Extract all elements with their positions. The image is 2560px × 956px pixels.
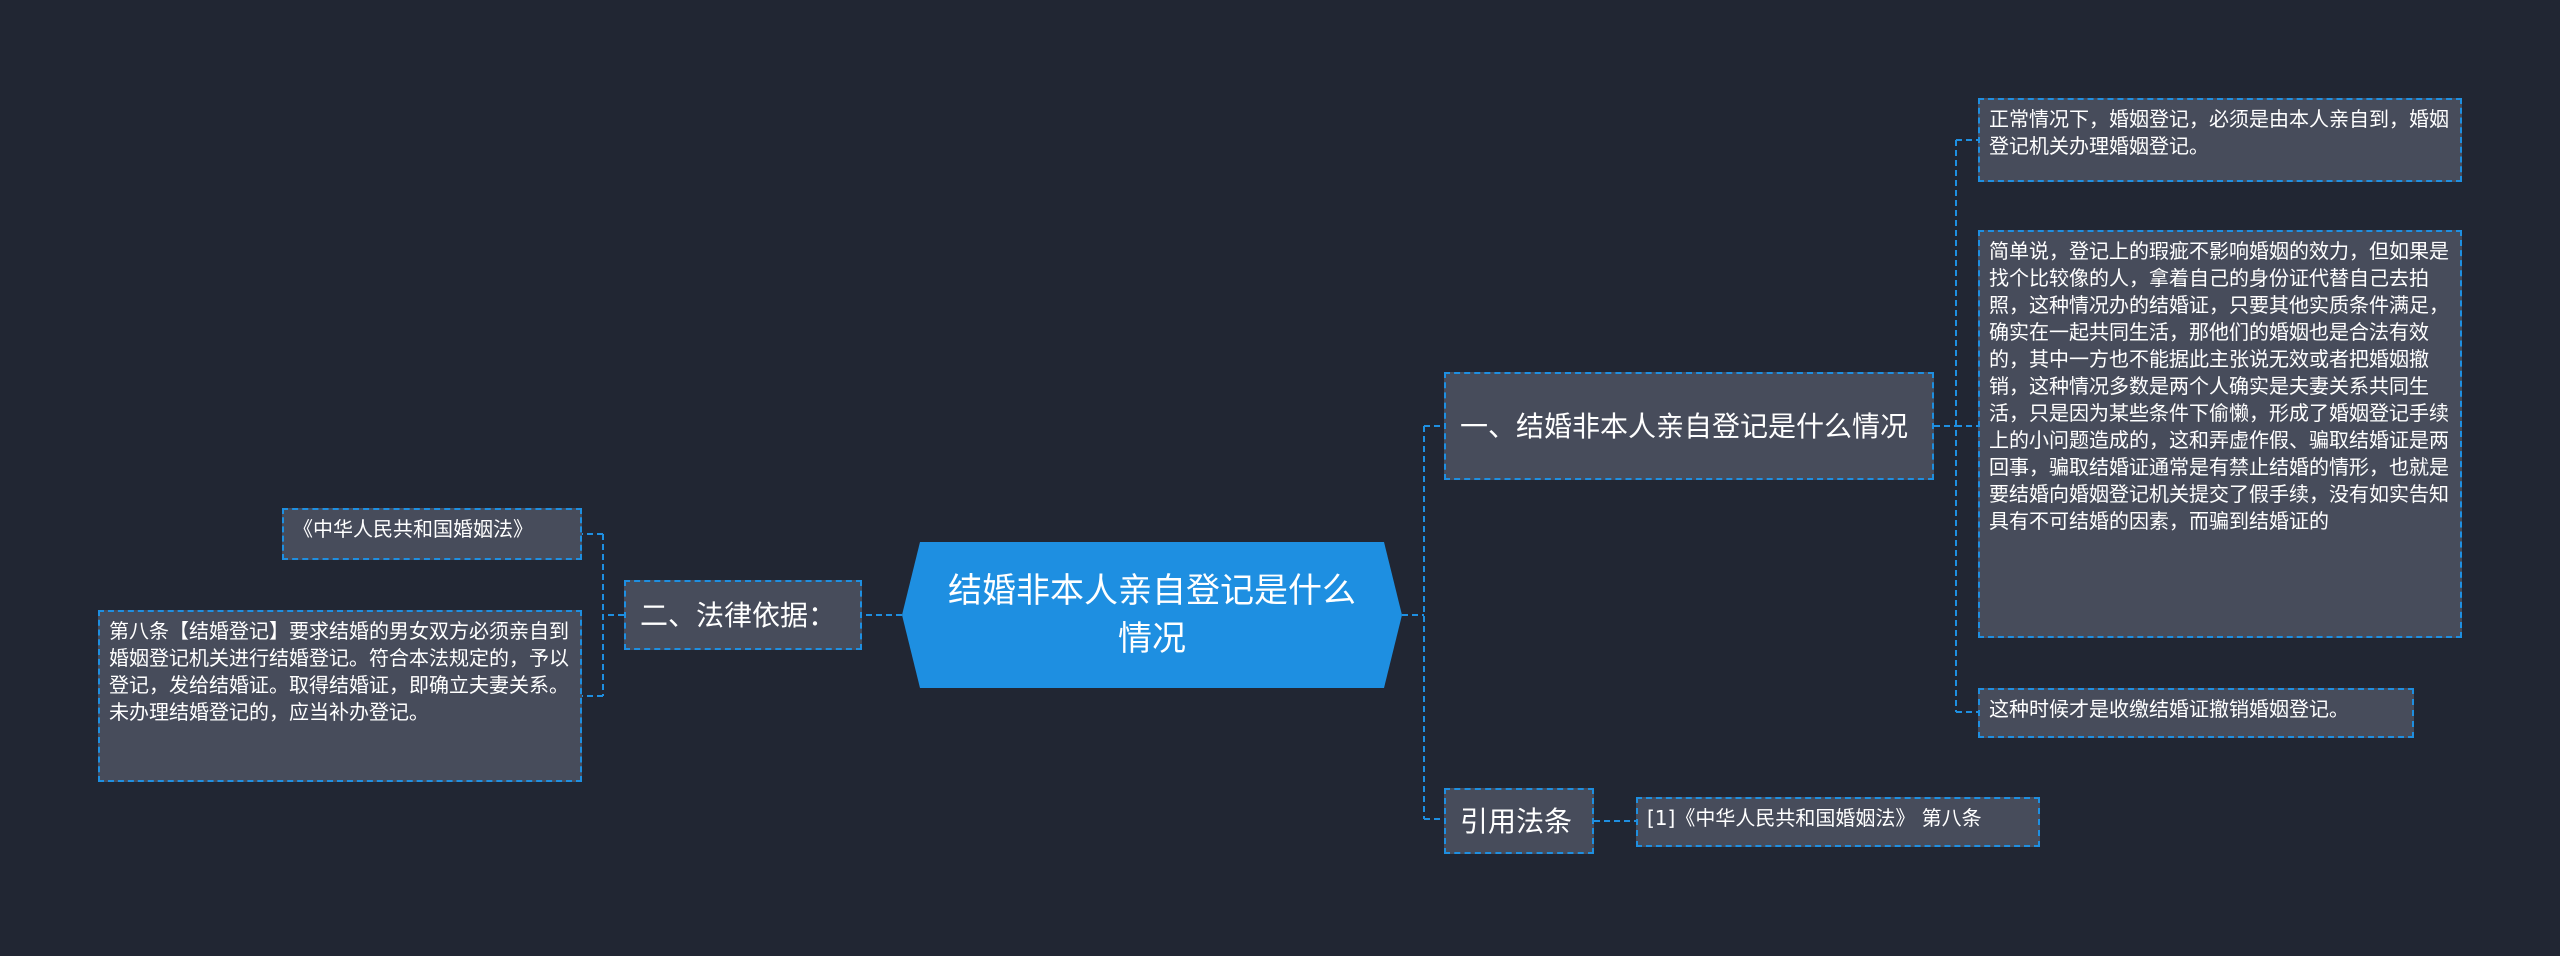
branch-legal-basis-label: 二、法律依据： (640, 598, 837, 632)
leaf-marriage-law-title-text: 《中华人民共和国婚姻法》 (293, 517, 533, 541)
leaf-normal-registration[interactable]: 正常情况下，婚姻登记，必须是由本人亲自到，婚姻登记机关办理婚姻登记。 (1978, 98, 2462, 182)
branch-cited-law-label: 引用法条 (1460, 804, 1573, 838)
leaf-cited-article-text: [1]《中华人民共和国婚姻法》 第八条 (1647, 806, 1982, 830)
leaf-explanation-text: 简单说，登记上的瑕疵不影响婚姻的效力，但如果是找个比较像的人，拿着自己的身份证代… (1989, 239, 2449, 533)
root-node-shape (902, 542, 1402, 688)
leaf-normal-registration-text: 正常情况下，婚姻登记，必须是由本人亲自到，婚姻登记机关办理婚姻登记。 (1989, 107, 2449, 158)
leaf-explanation[interactable]: 简单说，登记上的瑕疵不影响婚姻的效力，但如果是找个比较像的人，拿着自己的身份证代… (1978, 230, 2462, 638)
leaf-cited-article[interactable]: [1]《中华人民共和国婚姻法》 第八条 (1636, 797, 2040, 847)
leaf-article-eight-text: 第八条【结婚登记】要求结婚的男女双方必须亲自到婚姻登记机关进行结婚登记。符合本法… (109, 619, 569, 724)
leaf-revoke-registration[interactable]: 这种时候才是收缴结婚证撤销婚姻登记。 (1978, 688, 2414, 738)
root-node[interactable]: 结婚非本人亲自登记是什么情况 (902, 542, 1402, 688)
branch-cited-law[interactable]: 引用法条 (1444, 788, 1594, 854)
branch-what-situation[interactable]: 一、结婚非本人亲自登记是什么情况 (1444, 372, 1934, 480)
root-title: 结婚非本人亲自登记是什么情况 (948, 571, 1356, 659)
branch-what-situation-label: 一、结婚非本人亲自登记是什么情况 (1460, 409, 1909, 443)
leaf-revoke-registration-text: 这种时候才是收缴结婚证撤销婚姻登记。 (1989, 697, 2349, 721)
leaf-article-eight[interactable]: 第八条【结婚登记】要求结婚的男女双方必须亲自到婚姻登记机关进行结婚登记。符合本法… (98, 610, 582, 782)
leaf-marriage-law-title[interactable]: 《中华人民共和国婚姻法》 (282, 508, 582, 560)
branch-legal-basis[interactable]: 二、法律依据： (624, 580, 862, 650)
